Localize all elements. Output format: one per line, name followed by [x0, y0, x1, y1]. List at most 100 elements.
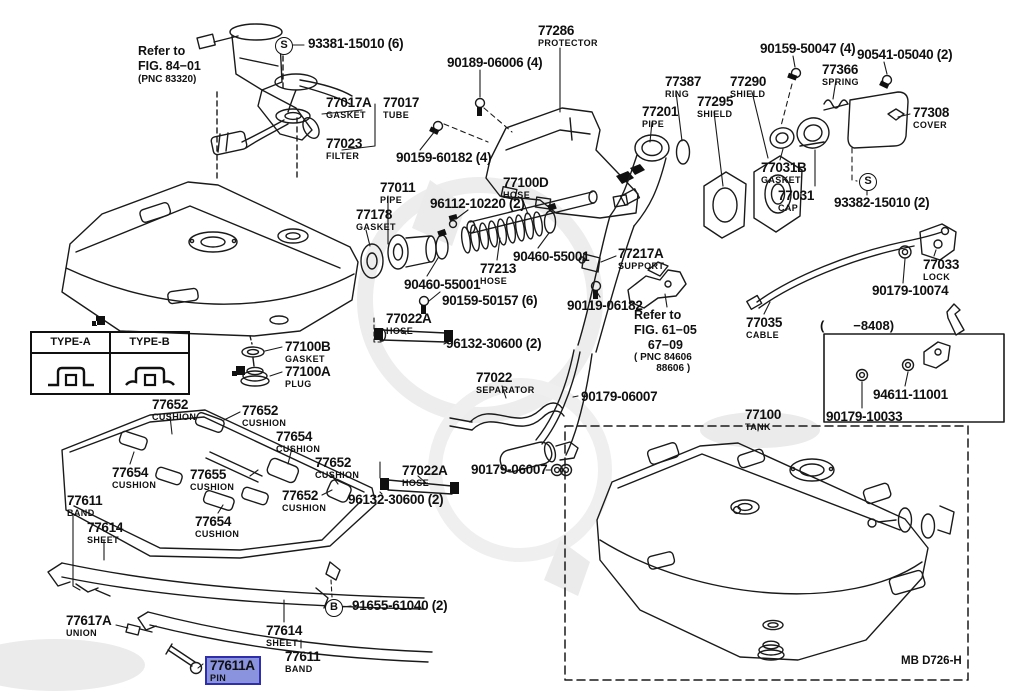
part-number: 77387: [665, 74, 702, 89]
part-number: 77033: [923, 257, 960, 272]
fuel-pump-drawing: [196, 23, 320, 141]
part-name: SUPPORT: [618, 260, 665, 271]
part-number: 77295: [697, 94, 734, 109]
part-callout-90119-06182: 90119-06182: [567, 299, 643, 313]
type-a-profile: [32, 354, 111, 393]
part-number: 90159-50047 (4): [760, 41, 856, 56]
part-name: BAND: [67, 507, 95, 518]
part-number: 77100: [745, 407, 782, 422]
fuel-inlet-pipe-drawing: [360, 97, 645, 314]
part-number: 77611: [285, 649, 321, 664]
band-sheet-drawing: [47, 561, 433, 675]
type-b-header: TYPE-B: [129, 336, 170, 348]
cushion-type-table: TYPE-A TYPE-B: [30, 331, 190, 395]
part-number: 77655: [190, 467, 227, 482]
annex-range-label: ( −8408): [820, 318, 895, 333]
part-name: SHIELD: [730, 88, 766, 99]
reference-note-line: ( PNC 84606: [634, 352, 692, 364]
part-name: SHEET: [266, 637, 299, 648]
part-name: TUBE: [383, 109, 410, 120]
part-number: 77611: [67, 493, 103, 508]
part-number: 91655-61040 (2): [352, 598, 448, 613]
part-name: CUSHION: [276, 443, 321, 454]
type-a-header: TYPE-A: [32, 333, 111, 352]
part-number: 93381-15010 (6): [308, 36, 404, 51]
annex-box-drawing: [823, 303, 1005, 423]
circled-s-symbol: S: [275, 37, 293, 55]
part-number: 96132-30600 (2): [446, 336, 542, 351]
part-name: PIPE: [380, 194, 403, 205]
part-number: 90179-06007: [581, 389, 658, 404]
part-callout-90541-05040-2-: 90541-05040 (2): [857, 48, 953, 62]
part-number: 90159-50157 (6): [442, 293, 538, 308]
part-number: 77217A: [618, 246, 664, 261]
part-name: SPRING: [822, 76, 859, 87]
part-callout-96132-30600-2-: 96132-30600 (2): [446, 336, 542, 351]
part-name: CUSHION: [195, 528, 240, 539]
part-name: HOSE: [386, 325, 414, 336]
part-callout-90189-06006-4-: 90189-06006 (4): [447, 56, 543, 70]
reference-note-line: Refer to: [138, 44, 186, 58]
part-number: 77100D: [503, 175, 549, 190]
part-name: UNION: [66, 627, 97, 638]
part-number: 77611A: [210, 658, 255, 673]
part-number: 77031: [778, 188, 815, 203]
part-callout-90179-06007: 90179-06007: [471, 463, 548, 477]
protector-drawing: [485, 107, 639, 219]
part-callout-91655-61040-2-: 91655-61040 (2): [352, 598, 448, 613]
part-callout-90159-50047-4-: 90159-50047 (4): [760, 41, 856, 56]
circled-b-symbol: B: [325, 599, 343, 617]
part-callout-90159-50157-6-: 90159-50157 (6): [442, 293, 538, 308]
part-number: 77031B: [761, 160, 807, 175]
reference-note-line: FIG. 84−01: [138, 58, 201, 73]
part-name: PROTECTOR: [538, 37, 598, 48]
part-number: 77614: [266, 623, 303, 638]
part-number: 77017A: [326, 95, 372, 110]
part-name: HOSE: [503, 189, 531, 200]
part-name: SHIELD: [697, 108, 733, 119]
part-callout-93381-15010-6-: 93381-15010 (6): [308, 36, 404, 51]
part-number: 77366: [822, 62, 859, 77]
part-number: 77201: [642, 104, 679, 119]
part-name: TANK: [745, 421, 771, 432]
fuel-tank-lower-drawing: [564, 425, 969, 681]
part-name: GASKET: [356, 221, 396, 232]
reference-note-line: Refer to: [634, 308, 682, 322]
part-callout-90179-10074: 90179-10074: [872, 284, 949, 298]
filler-pipe-drawing: [577, 67, 909, 353]
circled-s-symbol: S: [859, 173, 877, 191]
part-number: 96132-30600 (2): [348, 492, 444, 507]
part-callout-90179-06007: 90179-06007: [581, 389, 658, 404]
part-number: 96112-10220 (2): [430, 196, 525, 211]
part-number: 77652: [315, 455, 352, 470]
reference-note-line: 67−09: [634, 337, 683, 352]
part-number: 77654: [112, 465, 149, 480]
part-number: 90119-06182: [567, 298, 643, 313]
reference-note-line: (PNC 83320): [138, 73, 197, 85]
part-name: GASKET: [761, 174, 801, 185]
